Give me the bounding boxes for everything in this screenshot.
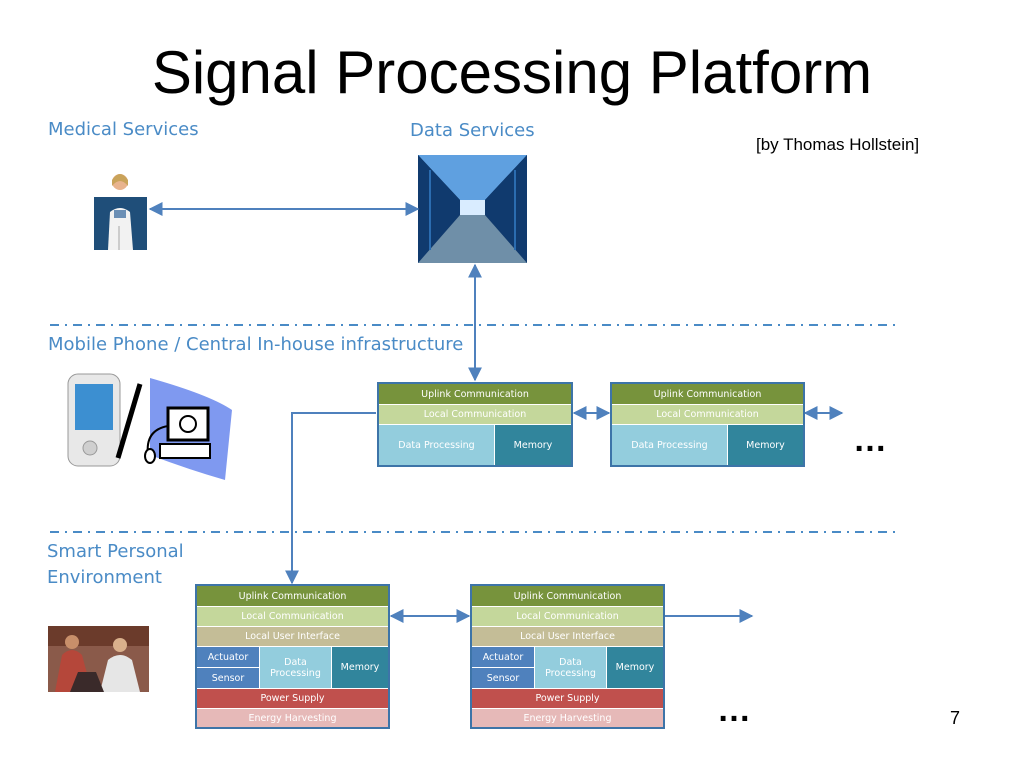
section-label-medical: Medical Services [48,119,199,140]
memory-block: Memory [495,425,571,465]
local-comm-block: Local Communication [197,607,388,626]
user-interface-block: Local User Interface [472,627,663,646]
section-label-smart-2: Environment [47,567,162,588]
section-label-smart-1: Smart Personal [47,541,184,562]
arrow-mobile-personal [285,412,376,585]
power-supply-block: Power Supply [472,689,663,708]
page-number: 7 [950,708,961,728]
mobile-node-2: Uplink Communication Local Communication… [610,382,805,467]
memory-block: Memory [332,647,388,688]
uplink-block: Uplink Communication [197,586,388,606]
doctor-icon [94,174,147,250]
energy-harvesting-block: Energy Harvesting [197,709,388,727]
power-supply-block: Power Supply [197,689,388,708]
memory-block: Memory [728,425,803,465]
sensor-block: Sensor [472,668,534,688]
data-processing-block: Data Processing [535,647,606,688]
uplink-block: Uplink Communication [379,384,571,404]
data-processing-block: Data Processing [260,647,331,688]
actuator-block: Actuator [197,647,259,667]
phone-and-pc-icon [67,373,232,480]
ellipsis-personal: … [717,691,752,729]
data-processing-block: Data Processing [379,425,494,465]
personal-node-1: Uplink Communication Local Communication… [195,584,390,729]
local-comm-block: Local Communication [379,405,571,424]
uplink-block: Uplink Communication [472,586,663,606]
ellipsis-mobile: … [853,421,888,459]
memory-block: Memory [607,647,663,688]
slide-title: Signal Processing Platform [151,39,873,106]
sensor-block: Sensor [197,668,259,688]
uplink-block: Uplink Communication [612,384,803,404]
data-processing-block: Data Processing [612,425,727,465]
section-label-data: Data Services [410,120,535,141]
data-center-icon [418,155,527,263]
personal-node-2: Uplink Communication Local Communication… [470,584,665,729]
mobile-node-1: Uplink Communication Local Communication… [377,382,573,467]
people-photo-icon [48,626,149,692]
actuator-block: Actuator [472,647,534,667]
section-label-mobile: Mobile Phone / Central In-house infrastr… [48,334,464,355]
local-comm-block: Local Communication [472,607,663,626]
author-credit: [by Thomas Hollstein] [756,135,920,154]
user-interface-block: Local User Interface [197,627,388,646]
local-comm-block: Local Communication [612,405,803,424]
energy-harvesting-block: Energy Harvesting [472,709,663,727]
